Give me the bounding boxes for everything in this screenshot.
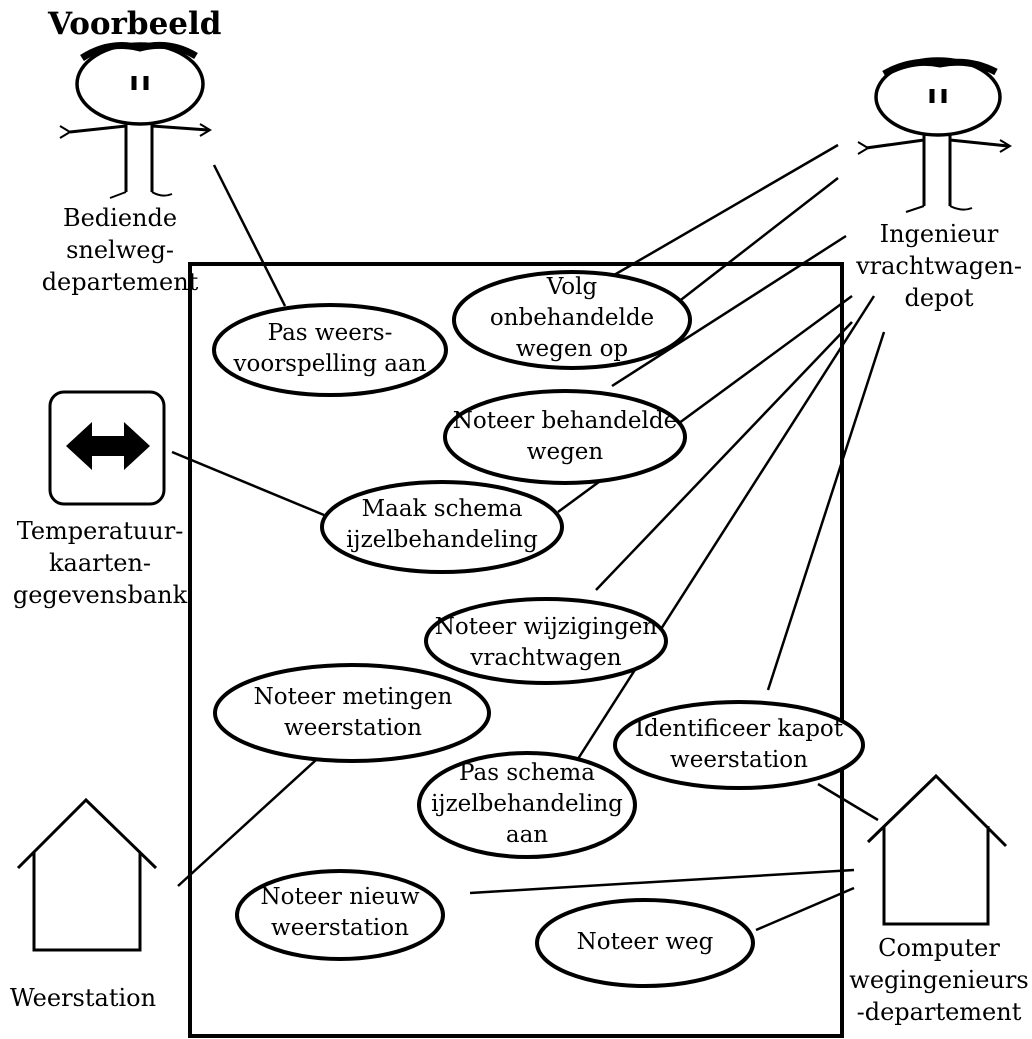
label-line: Temperatuur- bbox=[16, 517, 184, 545]
label-line: depot bbox=[904, 284, 974, 312]
system-boundary bbox=[188, 262, 844, 1038]
label-line: Noteer wijzigingen bbox=[434, 614, 658, 640]
ellipse-noteer-nieuw bbox=[235, 869, 445, 961]
assoc-ingenieur-identificeer bbox=[766, 331, 886, 691]
label-line: ijzelbehandeling bbox=[346, 527, 538, 553]
usecase-volg-onbehandelde: Volg onbehandelde wegen op bbox=[454, 272, 690, 365]
use-case-ellipses bbox=[212, 270, 865, 988]
label-line: wegen bbox=[526, 439, 604, 465]
label-line: Pas weers- bbox=[267, 320, 393, 346]
usecase-noteer-nieuw: Noteer nieuw weerstation bbox=[237, 882, 443, 944]
assoc-computer-identificeer bbox=[817, 782, 879, 822]
label-line: Pas schema bbox=[459, 760, 595, 786]
actor-bediende-figure bbox=[59, 41, 212, 199]
actor-bediende-label: Bediende snelweg- departement bbox=[20, 202, 220, 298]
ellipse-identificeer-kapot bbox=[613, 700, 865, 790]
usecase-pas-weersvoorspelling: Pas weers- voorspelling aan bbox=[214, 318, 446, 380]
label-line: aan bbox=[505, 822, 549, 848]
ellipse-maak-schema bbox=[320, 480, 564, 574]
diagram-title: Voorbeeld bbox=[48, 6, 222, 42]
ellipse-noteer-metingen bbox=[213, 663, 491, 763]
assoc-computer-nieuw bbox=[469, 868, 855, 895]
label-line: kaarten- bbox=[48, 549, 152, 577]
database-icon bbox=[48, 390, 166, 506]
label-line: ijzelbehandeling bbox=[431, 791, 623, 817]
assoc-ingenieur-volg bbox=[601, 143, 839, 284]
label-line: gegevensbank bbox=[12, 581, 188, 609]
label-line: Bediende bbox=[62, 204, 178, 232]
label-line: onbehandelde bbox=[489, 305, 655, 331]
label-line: Computer bbox=[878, 934, 1000, 962]
assoc-ingenieur-wijzigingen bbox=[595, 321, 853, 591]
actor-temperatuur-label: Temperatuur- kaarten- gegevensbank bbox=[2, 515, 198, 611]
label-line: vrachtwagen- bbox=[856, 252, 1022, 280]
ellipse-noteer-wijzigingen bbox=[424, 597, 668, 685]
label-line: Volg bbox=[546, 274, 598, 300]
label-line: weerstation bbox=[271, 915, 409, 941]
label-line: voorspelling aan bbox=[233, 351, 427, 377]
label-line: wegen op bbox=[515, 336, 629, 362]
assoc-ingenieur-pas-schema bbox=[574, 295, 876, 763]
assoc-computer-weg bbox=[755, 886, 855, 932]
assoc-weerstation-metingen bbox=[177, 759, 317, 887]
usecase-noteer-metingen: Noteer metingen weerstation bbox=[216, 682, 490, 744]
assoc-bediende-pas-weersvoorspelling bbox=[212, 164, 287, 307]
label-line: Noteer metingen bbox=[253, 684, 453, 710]
label-line: Ingenieur bbox=[879, 220, 999, 248]
label-line: Maak schema bbox=[361, 496, 523, 522]
label-line: weerstation bbox=[284, 715, 422, 741]
label-line: vrachtwagen bbox=[470, 645, 622, 671]
usecase-noteer-wijzigingen: Noteer wijzigingen vrachtwagen bbox=[426, 612, 666, 674]
label-line: snelweg- bbox=[66, 236, 174, 264]
assoc-temperatuur-maak-schema bbox=[171, 450, 325, 517]
ellipse-pas-schema bbox=[417, 751, 637, 859]
label-line: Weerstation bbox=[9, 984, 157, 1012]
association-lines bbox=[171, 143, 886, 932]
assoc-ingenieur-behandelde bbox=[611, 234, 847, 388]
weerstation-house-icon bbox=[16, 797, 158, 952]
actor-computer-label: Computer wegingenieurs -departement bbox=[846, 932, 1032, 1028]
label-line: Noteer weg bbox=[576, 929, 714, 955]
usecase-identificeer-kapot: Identificeer kapot weerstation bbox=[615, 714, 863, 776]
label-line: weerstation bbox=[670, 747, 808, 773]
label-line: Noteer nieuw bbox=[260, 884, 420, 910]
label-line: Identificeer kapot bbox=[634, 716, 844, 742]
label-line: Noteer behandelde bbox=[452, 408, 678, 434]
ellipse-noteer-weg bbox=[535, 898, 755, 988]
actor-weerstation-label: Weerstation bbox=[0, 982, 166, 1014]
label-line: departement bbox=[41, 268, 199, 296]
usecase-noteer-weg: Noteer weg bbox=[537, 927, 753, 958]
usecase-noteer-behandelde: Noteer behandelde wegen bbox=[445, 406, 685, 468]
ellipse-noteer-behandelde bbox=[443, 389, 687, 485]
computer-house-icon bbox=[866, 773, 1008, 926]
assoc-ingenieur-volg-2 bbox=[663, 177, 839, 314]
actor-ingenieur-figure bbox=[857, 57, 1012, 213]
ellipse-volg-onbehandelde bbox=[452, 270, 692, 370]
usecase-maak-schema: Maak schema ijzelbehandeling bbox=[322, 494, 562, 556]
label-line: -departement bbox=[856, 998, 1022, 1026]
label-line: wegingenieurs bbox=[849, 966, 1029, 994]
ellipse-pas-weersvoorspelling bbox=[212, 303, 448, 397]
usecase-pas-schema: Pas schema ijzelbehandeling aan bbox=[419, 758, 635, 851]
actor-ingenieur-label: Ingenieur vrachtwagen- depot bbox=[846, 218, 1032, 314]
